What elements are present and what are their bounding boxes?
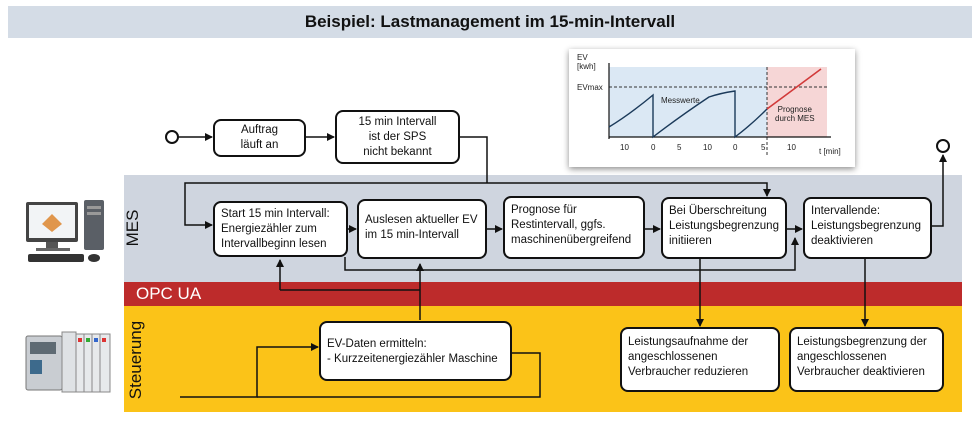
- ev-chart: EV [kwh] EVmax Messwerte Prognose durch …: [569, 49, 855, 167]
- start-intervall-box: Start 15 min Intervall: Energiezähler zu…: [213, 201, 348, 257]
- ev-chart-plot: [608, 63, 831, 157]
- ueberschreitung-box: Bei Überschreitung Leistungsbegrenzung i…: [661, 197, 787, 259]
- x-tick: 10: [620, 143, 629, 152]
- opc-ua-label: OPC UA: [136, 284, 202, 303]
- x-tick: 10: [703, 143, 712, 152]
- evmax-label: EVmax: [577, 83, 603, 92]
- intervall-sps-box: 15 min Intervall ist der SPS nicht bekan…: [335, 110, 460, 164]
- chart-ylabel: EV [kwh]: [577, 53, 596, 71]
- opc-ua-band: OPC UA: [124, 282, 962, 306]
- reduzieren-box: Leistungsaufnahme der angeschlossenen Ve…: [620, 327, 780, 392]
- messwerte-label: Messwerte: [661, 96, 700, 105]
- deaktivieren-box: Leistungsbegrenzung der angeschlossenen …: [789, 327, 944, 392]
- chart-xlabel: t [min]: [819, 147, 841, 156]
- end-node: [936, 139, 950, 153]
- x-tick: 0: [651, 143, 656, 152]
- measured-line: [608, 90, 768, 139]
- forecast-line: [766, 68, 822, 110]
- plc-icon: [25, 331, 111, 393]
- x-tick: 0: [733, 143, 738, 152]
- auslesen-ev-box: Auslesen aktueller EV im 15 min-Interval…: [357, 199, 487, 259]
- x-tick: 10: [787, 143, 796, 152]
- x-tick: 5: [761, 143, 766, 152]
- x-tick: 5: [677, 143, 682, 152]
- measured-area: [609, 67, 767, 137]
- prognose-box: Prognose für Restintervall, ggfs. maschi…: [503, 196, 645, 259]
- start-node: [165, 130, 179, 144]
- auftrag-box: Auftrag läuft an: [213, 119, 306, 157]
- ev-daten-box: EV-Daten ermitteln: - Kurzzeitenergiezäh…: [319, 321, 512, 381]
- intervallende-box: Intervallende: Leistungsbegrenzung deakt…: [803, 197, 932, 259]
- prognose-label: Prognose durch MES: [775, 105, 815, 123]
- diagram-title: Beispiel: Lastmanagement im 15-min-Inter…: [8, 6, 972, 38]
- pc-icon: [26, 200, 104, 262]
